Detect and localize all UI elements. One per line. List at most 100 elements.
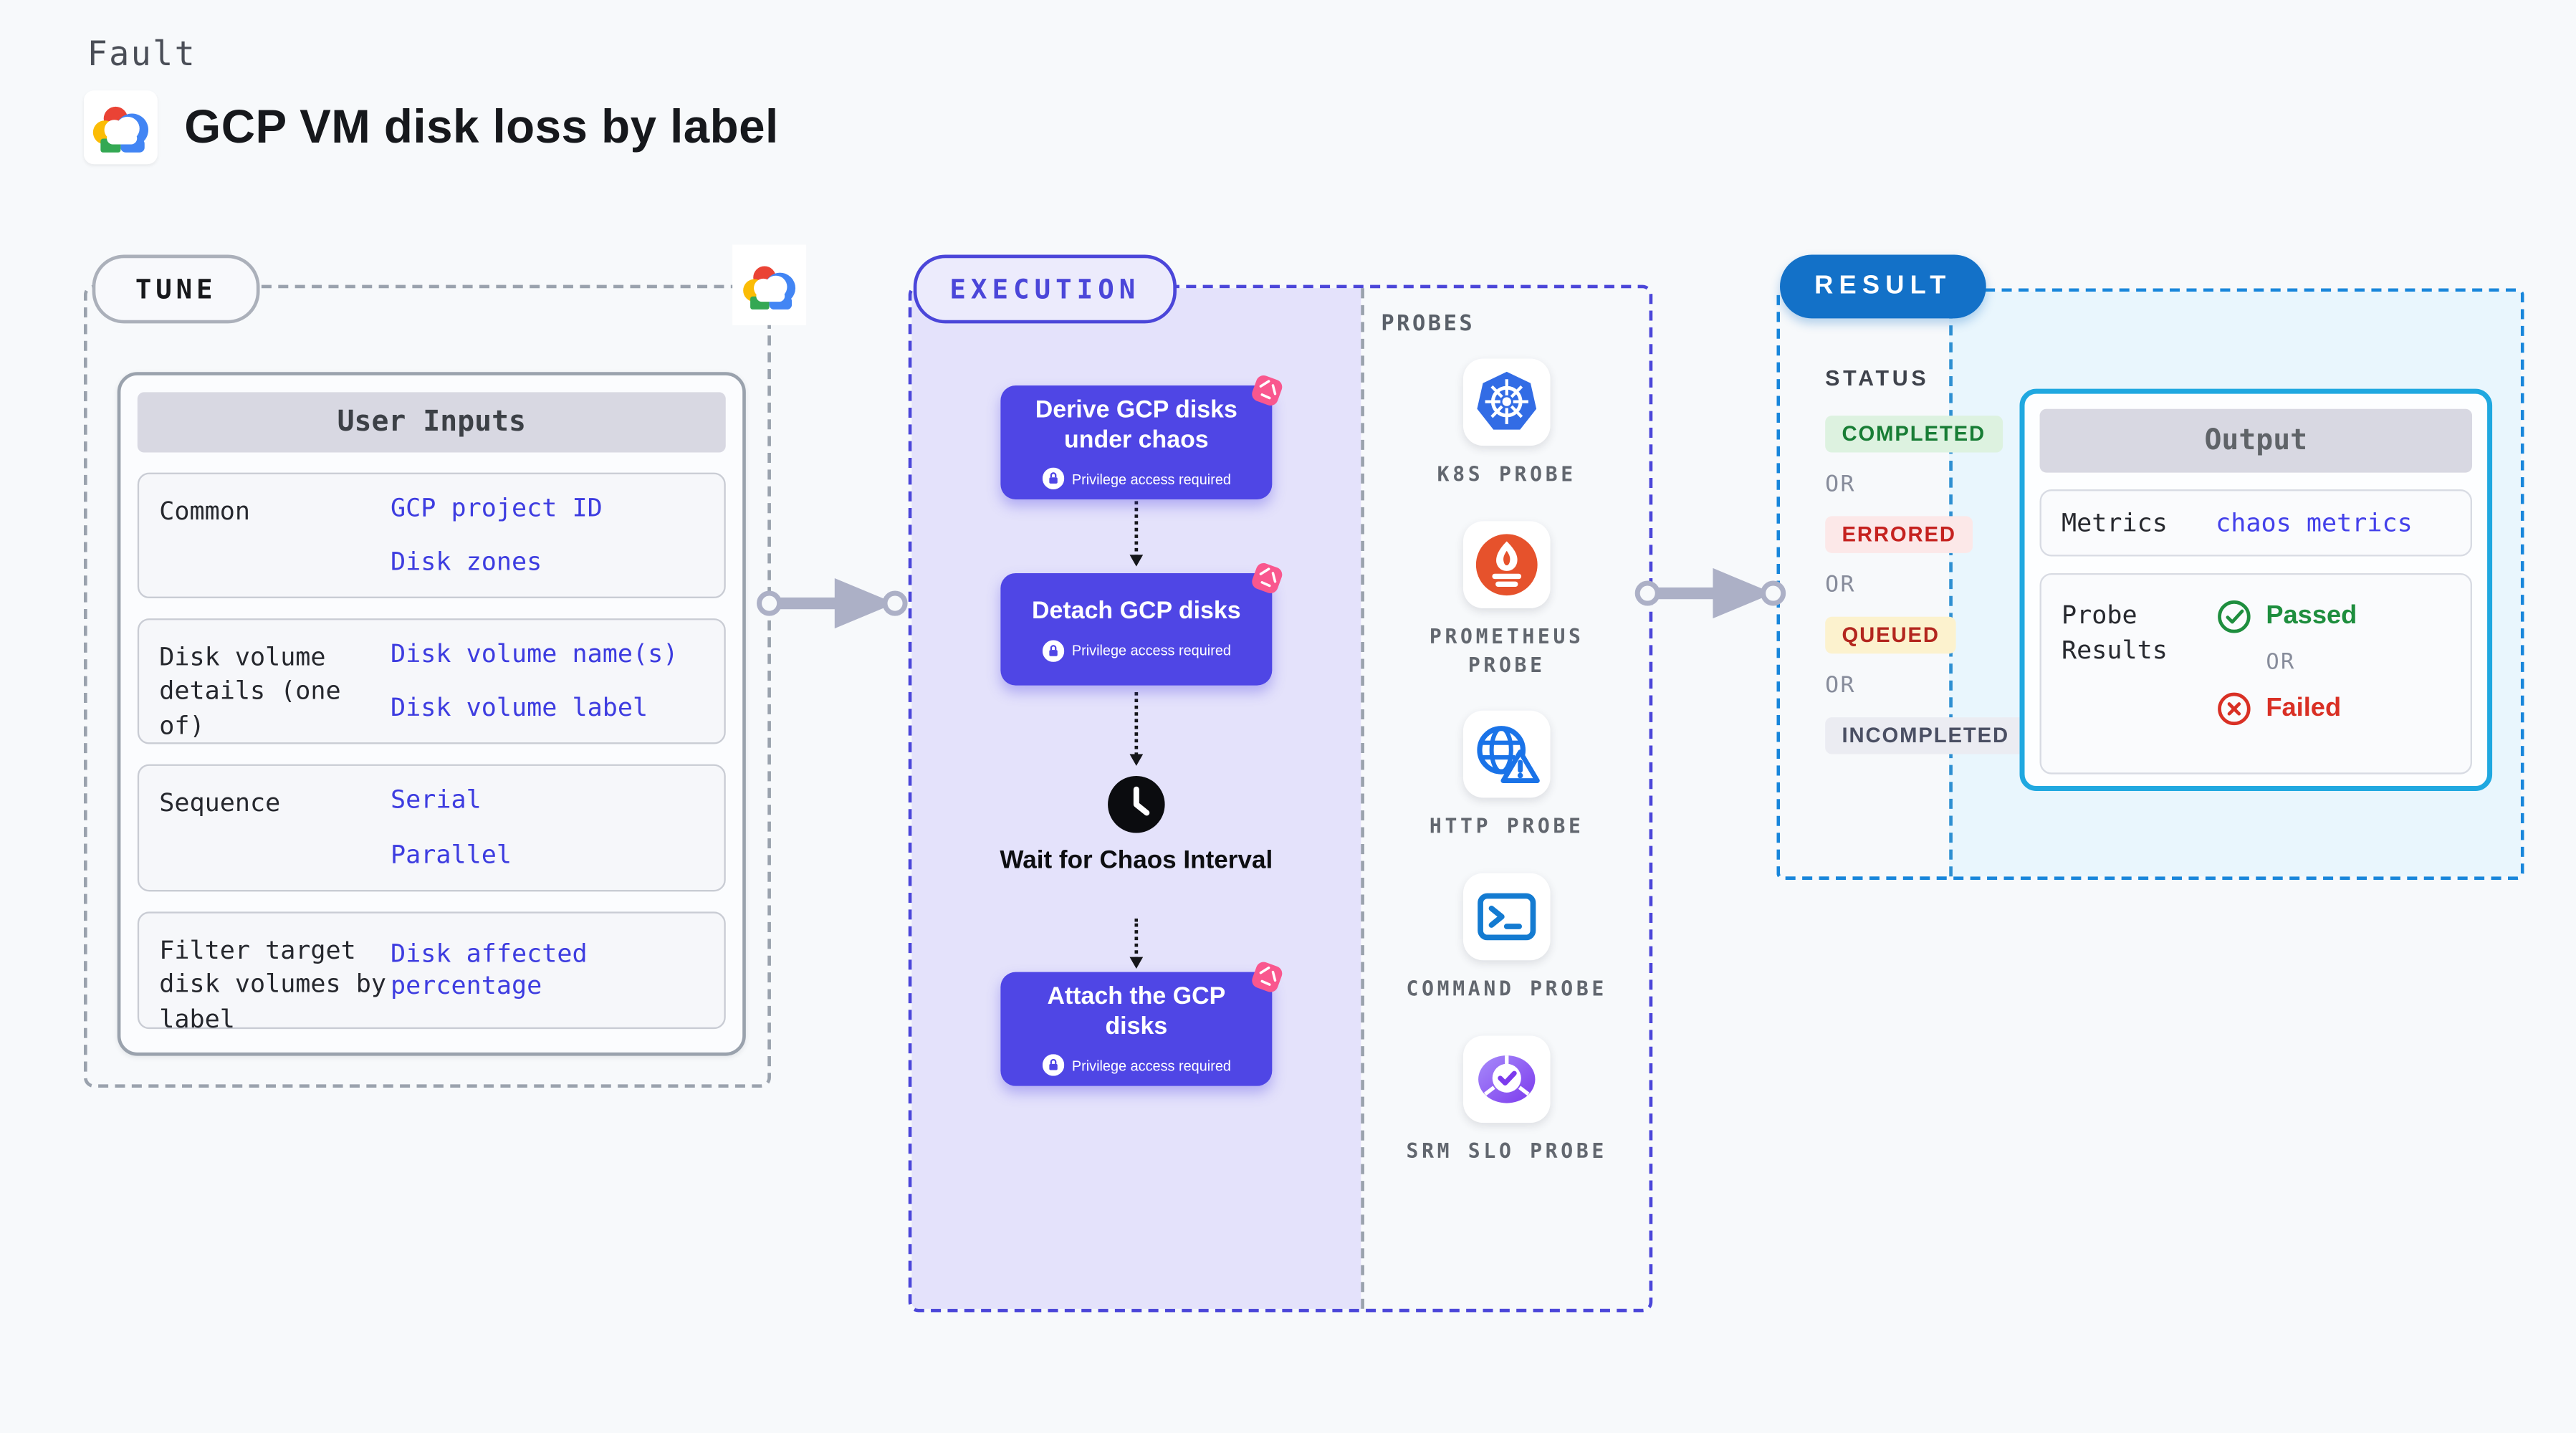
probe-srm-slo: SRM SLO PROBE [1389, 1035, 1624, 1166]
probe-http: HTTP PROBE [1389, 711, 1624, 842]
privilege-note: Privilege access required [1041, 1054, 1231, 1077]
kubernetes-icon [1477, 371, 1537, 430]
probe-label: COMMAND PROBE [1406, 977, 1607, 1001]
probe-label: HTTP PROBE [1429, 815, 1584, 839]
row-value: Disk volume name(s) [390, 637, 679, 668]
lock-icon [1041, 639, 1064, 661]
probe-label: SRM SLO PROBE [1406, 1139, 1607, 1164]
status-badge-completed: COMPLETED [1825, 416, 2003, 453]
step-title: Detach GCP disks [1032, 599, 1241, 626]
gcp-corner-icon-card [732, 244, 807, 325]
table-row: Disk volume details (one of) Disk volume… [137, 618, 726, 744]
step-derive-gcp-disks: Derive GCP disks under chaos Privilege a… [1000, 375, 1283, 500]
row-label: Sequence [159, 787, 281, 818]
wait-step [1106, 775, 1167, 835]
probe-icon-card [1462, 358, 1551, 446]
probes-panel: PROBES [1364, 288, 1649, 1308]
tune-badge: TUNE [92, 254, 260, 324]
failed-line: Failed [2216, 691, 2357, 727]
probe-icon-card [1462, 1035, 1551, 1123]
privilege-note: Privilege access required [1041, 468, 1231, 490]
row-value: Disk affected percentage [390, 937, 588, 1001]
step-title: Attach the GCP disks [1047, 983, 1226, 1041]
probe-results-label: Probe Results [2061, 600, 2168, 666]
probe-command: COMMAND PROBE [1389, 873, 1624, 1004]
or-label: OR [1825, 571, 1856, 599]
probe-label: PROMETHEUS PROBE [1429, 624, 1584, 677]
status-badge-errored: ERRORED [1825, 516, 1973, 553]
chaos-spark-icon [1252, 375, 1283, 406]
chaos-spark-icon [1252, 962, 1283, 992]
prometheus-icon [1475, 533, 1538, 595]
metrics-value: chaos metrics [2216, 507, 2413, 538]
lock-icon [1041, 1054, 1064, 1077]
output-card: Output Metrics chaos metrics Probe Resul… [2019, 388, 2493, 792]
probe-label: K8S PROBE [1437, 462, 1576, 487]
result-badge: RESULT [1780, 254, 1986, 319]
step-title: Derive GCP disks under chaos [1035, 397, 1237, 455]
execution-flow: Derive GCP disks under chaos Privilege a… [911, 288, 1361, 1308]
execution-to-result-arrow [1634, 567, 1786, 619]
status-badge-queued: QUEUED [1825, 616, 1957, 654]
flow-connector [1129, 496, 1144, 567]
passed-line: Passed [2216, 598, 2357, 635]
gcp-cloud-icon [743, 265, 796, 309]
table-row: Sequence Serial Parallel [137, 764, 726, 892]
status-column: STATUS COMPLETED OR ERRORED OR QUEUED OR… [1825, 365, 2026, 754]
row-value: GCP project ID [390, 492, 603, 522]
terminal-icon [1478, 893, 1536, 941]
or-label: OR [1825, 471, 1856, 498]
row-label: Filter target disk volumes by label [159, 935, 387, 1033]
probe-results-row: Probe Results Passed OR [2039, 572, 2473, 775]
result-divider [1949, 291, 1953, 877]
tune-container [83, 284, 771, 1088]
wait-step-label: Wait for Chaos Interval [1000, 846, 1273, 875]
user-inputs-header: User Inputs [137, 392, 726, 453]
step-attach-gcp-disks: Attach the GCP disks Privilege access re… [1000, 962, 1283, 1087]
row-value: Disk zones [390, 546, 542, 577]
table-row: Filter target disk volumes by label Disk… [137, 911, 726, 1033]
clock-icon [1108, 775, 1165, 833]
step-detach-gcp-disks: Detach GCP disks Privilege access requir… [1000, 562, 1283, 686]
chaos-spark-icon [1252, 562, 1283, 593]
row-label: Disk volume details (one of) [159, 641, 341, 740]
row-value: Parallel [390, 838, 512, 869]
failed-label: Failed [2266, 694, 2342, 723]
privilege-note: Privilege access required [1041, 639, 1231, 661]
probes-divider [1361, 288, 1364, 1309]
table-row: Common GCP project ID Disk zones [137, 472, 726, 599]
user-inputs-table: User Inputs Common GCP project ID Disk z… [117, 372, 746, 1056]
row-label: Common [159, 496, 250, 527]
probe-icon-card [1462, 520, 1551, 608]
row-value: Disk volume label [390, 692, 648, 723]
lock-icon [1041, 468, 1064, 490]
flow-connector [1129, 692, 1144, 766]
status-title: STATUS [1825, 365, 1930, 390]
globe-warning-icon [1477, 726, 1540, 784]
flow-connector [1129, 918, 1144, 969]
fault-kicker: Fault [87, 33, 197, 74]
gcp-logo-card [83, 90, 158, 165]
x-circle-icon [2218, 692, 2251, 726]
page-title: GCP VM disk loss by label [184, 100, 779, 153]
slo-gauge-icon [1478, 1055, 1536, 1103]
or-label: OR [2266, 650, 2296, 676]
check-circle-icon [2218, 600, 2251, 633]
gcp-cloud-icon [92, 106, 149, 153]
tune-to-execution-arrow [757, 577, 908, 629]
execution-container: Derive GCP disks under chaos Privilege a… [908, 284, 1653, 1313]
or-label: OR [1825, 671, 1856, 699]
probe-icon-card [1462, 873, 1551, 961]
passed-label: Passed [2266, 601, 2357, 631]
output-header: Output [2039, 408, 2473, 473]
execution-badge: EXECUTION [913, 254, 1177, 324]
privilege-note-text: Privilege access required [1071, 641, 1231, 659]
status-badge-incompleted: INCOMPLETED [1825, 717, 2026, 754]
metrics-label: Metrics [2061, 507, 2168, 538]
probe-icon-card [1462, 711, 1551, 799]
result-container: STATUS COMPLETED OR ERRORED OR QUEUED OR… [1776, 288, 2524, 880]
privilege-note-text: Privilege access required [1071, 1057, 1231, 1074]
metrics-row: Metrics chaos metrics [2039, 489, 2473, 557]
probe-k8s: K8S PROBE [1389, 358, 1624, 489]
